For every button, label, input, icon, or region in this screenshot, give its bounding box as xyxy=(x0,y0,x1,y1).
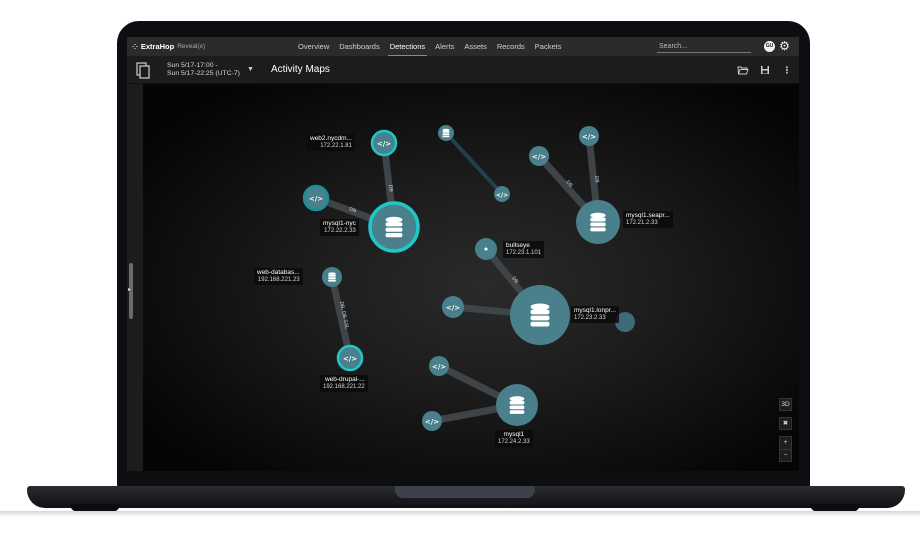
node-label-mysql1[interactable]: mysql1 172.24.2.33 xyxy=(495,430,533,447)
zoom-out-button[interactable]: − xyxy=(779,449,792,462)
brand-name: ExtraHop xyxy=(140,42,175,51)
svg-text:</>: </> xyxy=(377,140,391,148)
top-nav-bar: ⁘ ExtraHop Reveal(x) Overview Dashboards… xyxy=(127,37,799,56)
svg-text:DB: DB xyxy=(593,176,600,184)
node-web-lon-hidden xyxy=(615,312,635,332)
side-panel-rail: ▸ xyxy=(127,84,143,471)
activity-map-graph: DB DB DB DB DB DB, DB-SSL </> </> xyxy=(302,125,635,431)
nav-overview[interactable]: Overview xyxy=(298,42,330,51)
activity-map-canvas[interactable]: DB DB DB DB DB DB, DB-SSL </> </> xyxy=(143,84,799,471)
svg-text:DB, DB-SSL: DB, DB-SSL xyxy=(338,301,350,330)
node-web-nyc xyxy=(302,184,330,212)
extrahop-logo-icon: ⁘ xyxy=(132,43,138,51)
node-mysql1-seapr xyxy=(576,200,620,244)
folder-open-icon[interactable] xyxy=(737,64,749,76)
node-web-unnamed xyxy=(494,186,510,202)
svg-text:</>: </> xyxy=(532,153,546,161)
node-mysql1 xyxy=(496,384,538,426)
svg-text:</>: </> xyxy=(496,192,508,199)
node-web-sea-2 xyxy=(529,146,549,166)
product-name: Reveal(x) xyxy=(177,43,206,50)
node-web-mysql1-a xyxy=(429,356,449,376)
laptop-foot-left xyxy=(70,504,120,512)
svg-text:</>: </> xyxy=(582,133,596,141)
svg-text:DB: DB xyxy=(564,179,573,189)
zoom-in-button[interactable]: + xyxy=(779,436,792,449)
main-nav: Overview Dashboards Detections Alerts As… xyxy=(294,37,567,56)
page-header: Sun 5/17-17:00 - Sun 5/17-22:25 (UTC-7) … xyxy=(127,56,799,84)
panel-expand-handle[interactable] xyxy=(129,263,133,319)
gear-icon[interactable]: ⚙ xyxy=(779,39,790,53)
svg-text:</>: </> xyxy=(446,304,460,312)
svg-text:</>: </> xyxy=(309,195,323,203)
nav-dashboards[interactable]: Dashboards xyxy=(339,42,380,51)
node-mysql1-nyc xyxy=(368,201,420,253)
svg-text:DB: DB xyxy=(510,276,519,286)
node-web-database xyxy=(322,267,342,287)
node-web-lon xyxy=(442,296,464,318)
node-label-mysql1-nyc[interactable]: mysql1-nyc 172.22.2.33 xyxy=(320,219,359,236)
graph-nodes: </> </> </> </> </> xyxy=(302,125,635,431)
laptop-notch xyxy=(395,486,535,498)
page-title: Activity Maps xyxy=(271,64,330,75)
user-avatar[interactable]: GU xyxy=(764,41,775,52)
node-web-sea-1 xyxy=(579,126,599,146)
svg-text:DB: DB xyxy=(348,206,357,214)
global-search-input[interactable]: Search... xyxy=(657,41,751,53)
svg-text:</>: </> xyxy=(343,355,357,363)
nav-detections[interactable]: Detections xyxy=(386,37,429,56)
node-label-mysql1-seapr[interactable]: mysql1.seapr... 172.21.2.33 xyxy=(623,211,673,228)
more-vertical-icon[interactable]: ⋮ xyxy=(782,65,792,75)
edge-labels: DB DB DB DB DB DB, DB-SSL xyxy=(338,176,600,330)
node-web-drupal xyxy=(336,344,364,372)
svg-text:DB: DB xyxy=(387,185,394,193)
view-3d-button[interactable]: 3D xyxy=(779,398,792,411)
time-range-end: Sun 5/17-22:25 (UTC-7) xyxy=(167,70,240,77)
nav-packets[interactable]: Packets xyxy=(534,42,562,51)
svg-text:</>: </> xyxy=(432,363,446,371)
node-label-web-database[interactable]: web-databas... 192.168.221.23 xyxy=(254,268,303,285)
node-label-web-drupal[interactable]: web-drupal-... 192.168.221.22 xyxy=(320,375,368,392)
brand-logo[interactable]: ⁘ ExtraHop Reveal(x) xyxy=(132,42,205,51)
node-web-mysql1-b xyxy=(422,411,442,431)
nav-records[interactable]: Records xyxy=(496,42,525,51)
node-db-unnamed xyxy=(438,125,454,141)
node-web2-nycdm xyxy=(370,129,398,157)
app-screen: ⁘ ExtraHop Reveal(x) Overview Dashboards… xyxy=(127,37,799,471)
node-label-web2-nycdm[interactable]: web2.nycdm... 172.22.1.81 xyxy=(307,134,355,151)
time-range-selector[interactable]: Sun 5/17-17:00 - Sun 5/17-22:25 (UTC-7) xyxy=(167,62,240,78)
node-label-mysql1-lonpr[interactable]: mysql1.lonpr... 172.23.2.33 xyxy=(571,306,619,323)
svg-text:</>: </> xyxy=(425,418,439,426)
database-icon xyxy=(328,128,606,414)
laptop-foot-right xyxy=(810,504,860,512)
fit-to-screen-icon[interactable]: ✖ xyxy=(779,417,792,430)
pages-icon[interactable] xyxy=(136,62,150,79)
nav-assets[interactable]: Assets xyxy=(464,42,487,51)
node-label-bullseye[interactable]: bullseye 172.23.1.101 xyxy=(503,241,545,258)
save-icon[interactable] xyxy=(759,64,771,76)
caret-down-icon[interactable]: ▼ xyxy=(247,66,254,73)
nav-alerts[interactable]: Alerts xyxy=(435,42,455,51)
chevron-right-icon[interactable]: ▸ xyxy=(128,287,132,293)
laptop-shadow xyxy=(0,511,920,517)
time-range-start: Sun 5/17-17:00 - xyxy=(167,62,218,69)
node-mysql1-lonpr xyxy=(510,285,570,345)
